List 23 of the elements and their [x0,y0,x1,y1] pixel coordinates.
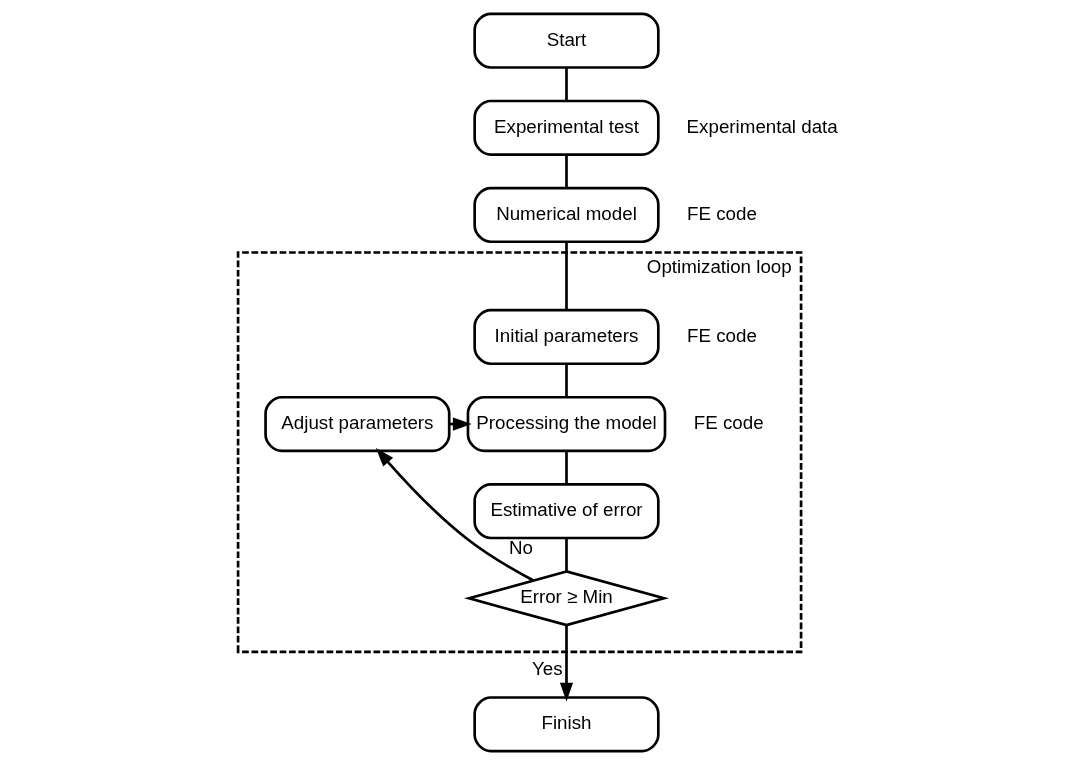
node-diamond: Error ≥ Min [464,570,669,627]
node-label: FE code [687,202,757,224]
node-box: Numerical model [473,186,660,244]
node-label: Experimental data [686,115,838,137]
arrow [375,448,534,582]
node-label: FE code [687,324,757,346]
edge-label: Yes [531,657,563,679]
edge-label: No [508,537,533,559]
connector [565,364,568,398]
node-label: FE code [693,412,764,434]
node-box: Processing the model [466,395,667,453]
connector [565,67,568,101]
connector [565,154,568,188]
node-box: Adjust parameters [264,395,451,453]
connector [565,242,568,310]
connector [565,538,568,572]
connector [565,451,568,485]
node-box: Initial parameters [473,308,660,366]
node-box: Experimental test [473,99,660,156]
node-box: Estimative of error [473,483,660,540]
node-box: Finish [473,696,660,753]
arrow [559,625,574,702]
node-box: Start [473,12,660,69]
